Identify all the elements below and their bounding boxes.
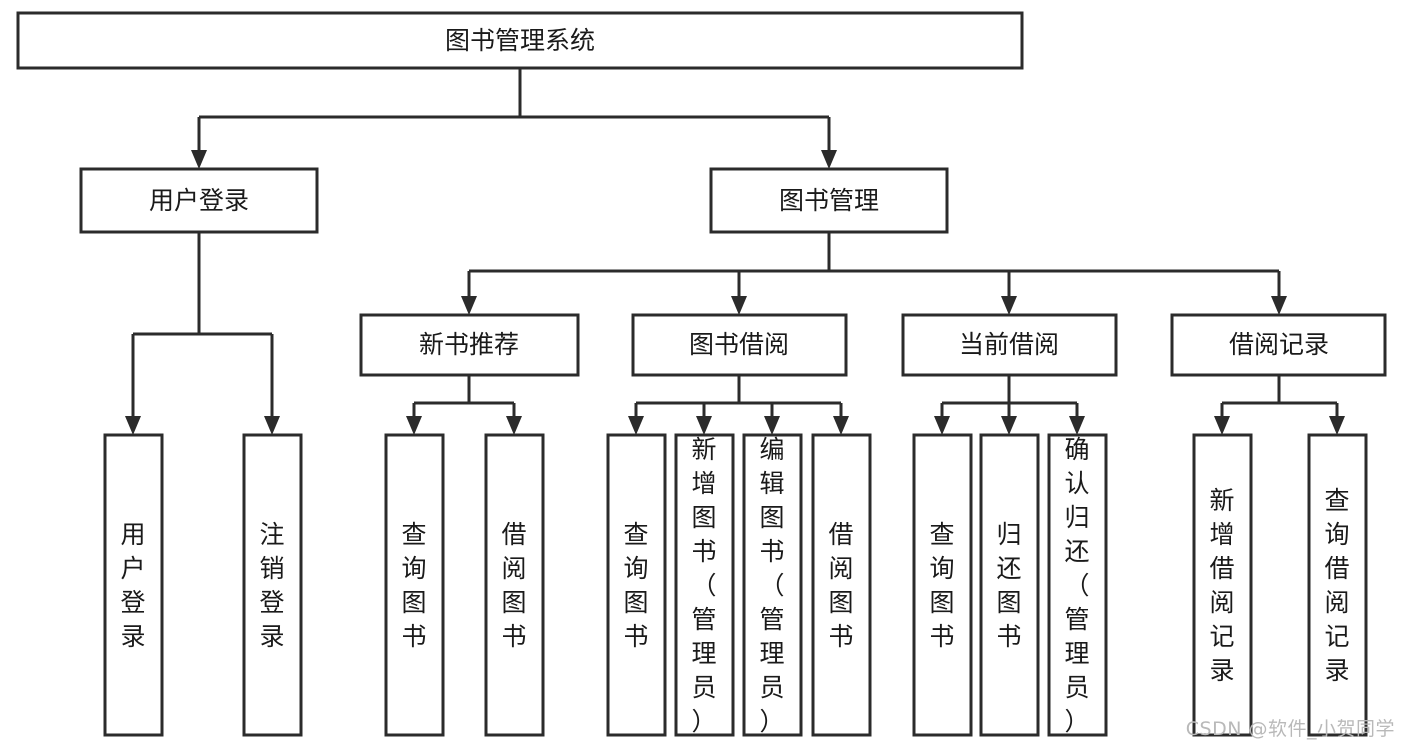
node-leaf-logout-label: 注销登录 xyxy=(259,520,284,651)
edge-group-bookmgmt xyxy=(461,232,1287,315)
node-borrow-records[interactable]: 借阅记录 xyxy=(1170,313,1387,377)
node-leaf-confirm-return-label: 确认归还（管理员） xyxy=(1064,435,1089,736)
arrow-head-icon xyxy=(1069,416,1085,435)
node-leaf-logout[interactable]: 注销登录 xyxy=(242,433,303,737)
node-leaf-query-record-box[interactable] xyxy=(1307,433,1368,737)
edge-group-login xyxy=(125,232,280,435)
node-leaf-query-book-2[interactable]: 查询图书 xyxy=(606,433,667,737)
node-book-borrow[interactable]: 图书借阅 xyxy=(631,313,848,377)
node-leaf-query-book-3-label: 查询图书 xyxy=(929,520,954,651)
arrow-head-icon xyxy=(1214,416,1230,435)
node-leaf-borrow-book-1-label: 借阅图书 xyxy=(501,520,526,651)
csdn-watermark: CSDN @软件_小贺同学 xyxy=(1185,718,1395,740)
node-user-login[interactable]: 用户登录 xyxy=(79,167,319,234)
arrow-head-icon xyxy=(191,150,207,169)
node-leaf-add-book-label: 新增图书（管理员） xyxy=(691,435,716,736)
node-book-management[interactable]: 图书管理 xyxy=(709,167,949,234)
node-leaf-user-login[interactable]: 用户登录 xyxy=(103,433,164,737)
node-leaf-user-login-label: 用户登录 xyxy=(120,520,145,651)
arrow-head-icon xyxy=(833,416,849,435)
node-leaf-edit-book-box[interactable] xyxy=(742,433,803,737)
arrow-head-icon xyxy=(628,416,644,435)
arrow-head-icon xyxy=(1001,416,1017,435)
node-current-borrow-label: 当前借阅 xyxy=(959,330,1059,359)
arrow-head-icon xyxy=(1001,296,1017,315)
node-leaf-borrow-book-2[interactable]: 借阅图书 xyxy=(811,433,872,737)
node-user-login-label: 用户登录 xyxy=(149,186,249,215)
node-book-management-box[interactable] xyxy=(709,167,949,234)
node-leaf-logout-box[interactable] xyxy=(242,433,303,737)
edge-group-root xyxy=(191,68,837,169)
edge-group-records xyxy=(1214,375,1345,435)
node-new-book-recommend-box[interactable] xyxy=(359,313,580,377)
node-leaf-query-record-label: 查询借阅记录 xyxy=(1324,486,1349,685)
arrow-head-icon xyxy=(406,416,422,435)
node-root-label: 图书管理系统 xyxy=(445,26,595,55)
node-leaf-query-book-1-box[interactable] xyxy=(384,433,445,737)
arrow-head-icon xyxy=(1329,416,1345,435)
node-leaf-return-book-box[interactable] xyxy=(979,433,1040,737)
node-user-login-box[interactable] xyxy=(79,167,319,234)
edge-group-borrow xyxy=(628,375,849,435)
arrow-head-icon xyxy=(1271,296,1287,315)
node-leaf-confirm-return-box[interactable] xyxy=(1047,433,1108,737)
arrow-head-icon xyxy=(125,416,141,435)
node-leaf-add-record-box[interactable] xyxy=(1192,433,1253,737)
node-new-book-recommend-label: 新书推荐 xyxy=(419,330,519,359)
arrow-head-icon xyxy=(264,416,280,435)
node-current-borrow[interactable]: 当前借阅 xyxy=(901,313,1118,377)
node-leaf-edit-book-label: 编辑图书（管理员） xyxy=(759,435,784,736)
node-leaf-add-record-label: 新增借阅记录 xyxy=(1209,486,1234,685)
node-leaf-user-login-box[interactable] xyxy=(103,433,164,737)
node-leaf-edit-book[interactable]: 编辑图书（管理员） xyxy=(742,433,803,737)
node-current-borrow-box[interactable] xyxy=(901,313,1118,377)
arrow-head-icon xyxy=(696,416,712,435)
edge-group-current xyxy=(934,375,1085,435)
node-leaf-add-record[interactable]: 新增借阅记录 xyxy=(1192,433,1253,737)
node-leaf-confirm-return[interactable]: 确认归还（管理员） xyxy=(1047,433,1108,737)
arrow-head-icon xyxy=(764,416,780,435)
node-leaf-query-book-2-label: 查询图书 xyxy=(623,520,648,651)
node-root-box[interactable] xyxy=(16,11,1024,70)
node-borrow-records-label: 借阅记录 xyxy=(1229,330,1329,359)
node-book-borrow-label: 图书借阅 xyxy=(689,330,789,359)
node-leaf-query-book-1-label: 查询图书 xyxy=(401,520,426,651)
edge-group-newbook xyxy=(406,375,522,435)
node-leaf-return-book[interactable]: 归还图书 xyxy=(979,433,1040,737)
node-leaf-query-book-2-box[interactable] xyxy=(606,433,667,737)
node-book-management-label: 图书管理 xyxy=(779,186,879,215)
node-leaf-query-book-1[interactable]: 查询图书 xyxy=(384,433,445,737)
node-leaf-add-book-box[interactable] xyxy=(674,433,735,737)
node-leaf-borrow-book-2-label: 借阅图书 xyxy=(828,520,853,651)
arrow-head-icon xyxy=(461,296,477,315)
node-new-book-recommend[interactable]: 新书推荐 xyxy=(359,313,580,377)
node-leaf-borrow-book-1[interactable]: 借阅图书 xyxy=(484,433,545,737)
node-leaf-return-book-label: 归还图书 xyxy=(996,520,1021,651)
node-leaf-borrow-book-1-box[interactable] xyxy=(484,433,545,737)
node-leaf-add-book[interactable]: 新增图书（管理员） xyxy=(674,433,735,737)
arrow-head-icon xyxy=(506,416,522,435)
node-book-borrow-box[interactable] xyxy=(631,313,848,377)
arrow-head-icon xyxy=(934,416,950,435)
arrow-head-icon xyxy=(731,296,747,315)
node-leaf-query-book-3[interactable]: 查询图书 xyxy=(912,433,973,737)
arrow-head-icon xyxy=(821,150,837,169)
node-leaf-query-book-3-box[interactable] xyxy=(912,433,973,737)
node-root[interactable]: 图书管理系统 xyxy=(16,11,1024,70)
node-borrow-records-box[interactable] xyxy=(1170,313,1387,377)
node-leaf-query-record[interactable]: 查询借阅记录 xyxy=(1307,433,1368,737)
node-leaf-borrow-book-2-box[interactable] xyxy=(811,433,872,737)
